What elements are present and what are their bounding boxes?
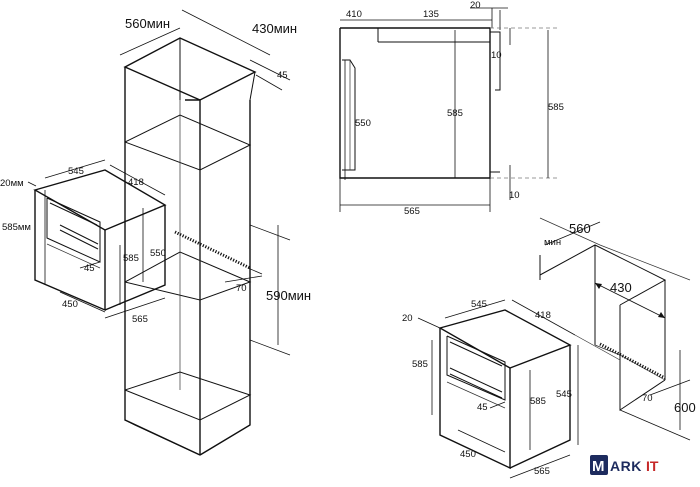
left-front-height-label: 585мм	[2, 222, 31, 233]
logo-letter: M	[592, 458, 605, 475]
side-body-height-label: 585	[447, 108, 463, 119]
niche-height-label: 600	[674, 400, 696, 415]
side-front-height-label: 550	[355, 118, 371, 129]
logo-accent: IT	[646, 458, 659, 474]
right-front-height-label: 585	[412, 359, 428, 370]
right-inner-height-label: 585	[530, 396, 546, 407]
left-top-gap-label: 20мм	[0, 178, 24, 189]
left-total-depth-label: 565	[132, 314, 148, 325]
tall-thickness-label: 45	[277, 70, 288, 81]
niche-vent-label: 70	[642, 393, 653, 404]
right-handle-gap-label: 45	[477, 402, 488, 413]
niche-depth-label: 430	[610, 280, 632, 295]
right-total-depth-label: 565	[534, 466, 550, 477]
tall-vent-label: 70	[236, 283, 247, 294]
tall-width-label: 560мин	[125, 16, 170, 31]
left-depth-label: 418	[128, 177, 144, 188]
left-oven: 20мм 545 418 585мм 585 45 450 565	[0, 159, 167, 325]
left-width-label: 545	[68, 166, 84, 177]
tall-cabinet: 560мин 430мин 45 590мин 70 550	[119, 9, 311, 456]
right-oven: 20 545 418 585 585 545 45 450 565	[402, 299, 579, 479]
right-side-height-label: 545	[556, 389, 572, 400]
left-bottom-width-label: 450	[62, 299, 78, 310]
tall-depth-label: 430мин	[252, 21, 297, 36]
right-bottom-width-label: 450	[460, 449, 476, 460]
side-top-gap-label: 10	[491, 50, 502, 61]
side-door-depth-label: 410	[346, 9, 362, 20]
tall-niche-label: 550	[150, 248, 166, 259]
side-top-margin-label: 20	[470, 0, 481, 11]
logo-text: ARK	[610, 458, 642, 474]
left-inner-height-label: 585	[123, 253, 139, 264]
niche-width-label: 560	[569, 221, 591, 236]
markit-logo: M ARK IT	[590, 455, 659, 475]
side-rear-height-label: 585	[548, 102, 564, 113]
right-width-label: 545	[471, 299, 487, 310]
side-rear-offset-label: 135	[423, 9, 439, 20]
side-overall-depth-label: 565	[404, 206, 420, 217]
right-top-gap-label: 20	[402, 313, 413, 324]
side-bottom-gap-label: 10	[509, 190, 520, 201]
side-profile: 410 135 20 10 550 585 585 10 565	[339, 0, 564, 217]
left-handle-gap-label: 45	[84, 263, 95, 274]
niche-width-prefix: мин	[544, 237, 561, 248]
under-counter-niche: 560 мин 430 70 600	[539, 217, 696, 441]
tall-niche-height-label: 590мин	[266, 288, 311, 303]
right-depth-label: 418	[535, 310, 551, 321]
